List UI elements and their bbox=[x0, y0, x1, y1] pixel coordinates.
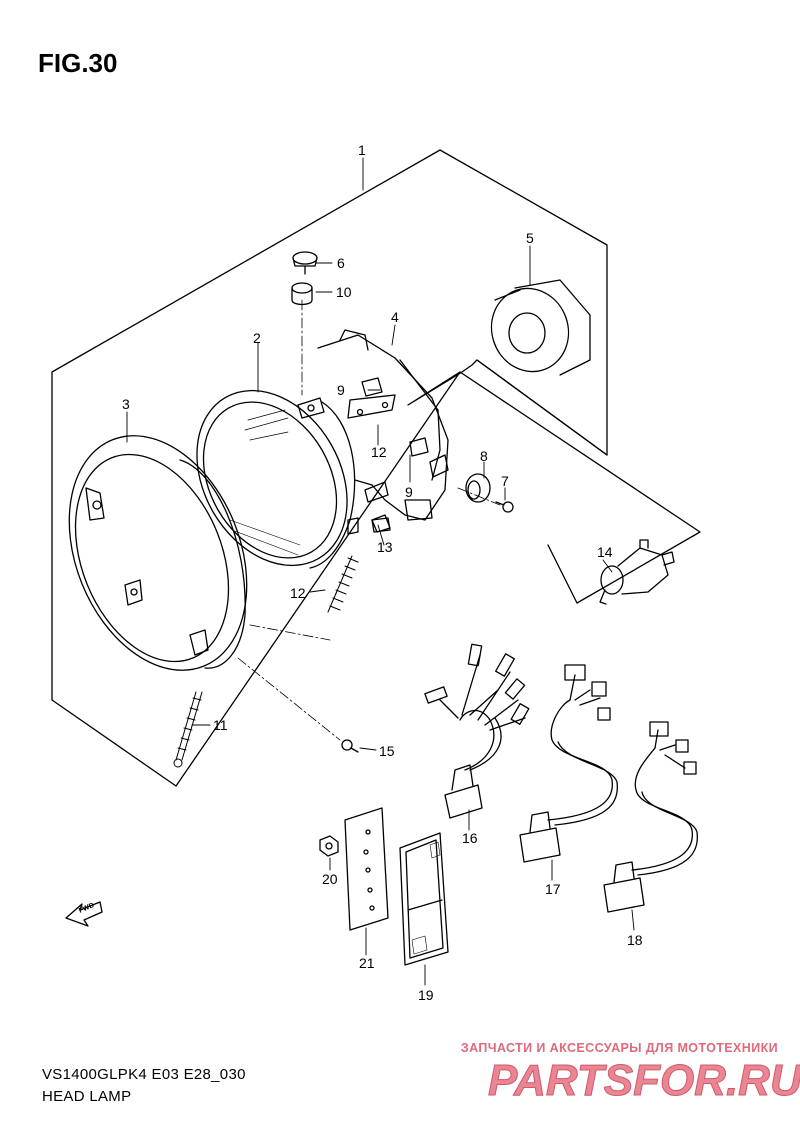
callout-1: 1 bbox=[358, 142, 366, 158]
callout-9-upper: 9 bbox=[337, 382, 345, 398]
rear-cover-part-5 bbox=[490, 279, 591, 376]
headlamp-rim bbox=[68, 435, 248, 671]
section-name: HEAD LAMP bbox=[42, 1088, 132, 1105]
grommet-part-10 bbox=[291, 282, 313, 306]
watermark-tagline: ЗАПЧАСТИ И АКСЕССУАРЫ ДЛЯ МОТОТЕХНИКИ bbox=[460, 1041, 778, 1055]
callout-19: 19 bbox=[418, 987, 434, 1003]
callout-14: 14 bbox=[597, 544, 613, 560]
callout-13: 13 bbox=[377, 539, 393, 555]
bulb-part-14 bbox=[599, 539, 675, 605]
assembly-boundary bbox=[51, 149, 608, 787]
callout-10: 10 bbox=[336, 284, 352, 300]
callout-12-lower: 12 bbox=[290, 585, 306, 601]
cover-subgroup-line bbox=[476, 359, 608, 456]
cap-part-6 bbox=[292, 251, 318, 275]
clip-part-9-upper bbox=[361, 377, 383, 397]
wiring-harness-part-16 bbox=[424, 643, 530, 819]
clip-part-9-lower bbox=[409, 437, 429, 457]
callout-21: 21 bbox=[359, 955, 375, 971]
callout-11: 11 bbox=[213, 717, 228, 733]
callout-18: 18 bbox=[627, 932, 643, 948]
figure-title: FIG.30 bbox=[38, 48, 118, 78]
plate-part-21 bbox=[344, 807, 389, 931]
screw-part-7 bbox=[495, 501, 514, 513]
wiring-harness-part-18 bbox=[603, 721, 698, 913]
wiring-harness-part-17 bbox=[519, 664, 618, 863]
callout-4: 4 bbox=[391, 309, 399, 325]
spring-part-12 bbox=[327, 555, 359, 613]
model-code: VS1400GLPK4 E03 E28_030 bbox=[42, 1066, 246, 1083]
callout-15: 15 bbox=[379, 743, 395, 759]
headlamp-bracket bbox=[317, 329, 449, 533]
grommet-inner bbox=[467, 480, 481, 500]
callout-20: 20 bbox=[322, 871, 338, 887]
bulb-subgroup-boundary bbox=[459, 371, 701, 604]
callout-numbers: 1 2 3 4 5 6 7 8 9 9 10 11 12 12 13 14 15… bbox=[122, 142, 643, 1003]
clamp-part-13 bbox=[371, 514, 391, 533]
callout-6: 6 bbox=[337, 255, 345, 271]
fwd-arrow-icon bbox=[65, 901, 103, 927]
reflector-part-19 bbox=[399, 832, 449, 966]
callout-5: 5 bbox=[526, 230, 534, 246]
grommet-part-8 bbox=[465, 473, 491, 503]
callout-12-upper: 12 bbox=[371, 444, 387, 460]
callout-8: 8 bbox=[480, 448, 488, 464]
watermark-logo: PARTSFOR.RU bbox=[488, 1056, 800, 1105]
callout-16: 16 bbox=[462, 830, 478, 846]
callout-2: 2 bbox=[253, 330, 261, 346]
callout-9-lower: 9 bbox=[405, 484, 413, 500]
callout-7: 7 bbox=[501, 473, 509, 489]
headlamp-lens-unit bbox=[196, 389, 359, 569]
callout-3: 3 bbox=[122, 396, 130, 412]
callout-17: 17 bbox=[545, 881, 561, 897]
adjusting-screw-part-11 bbox=[173, 691, 203, 768]
nut-part-20 bbox=[319, 835, 339, 857]
screw-part-15 bbox=[341, 739, 359, 753]
leader-lines bbox=[126, 157, 635, 986]
alignment-lines bbox=[237, 299, 501, 741]
